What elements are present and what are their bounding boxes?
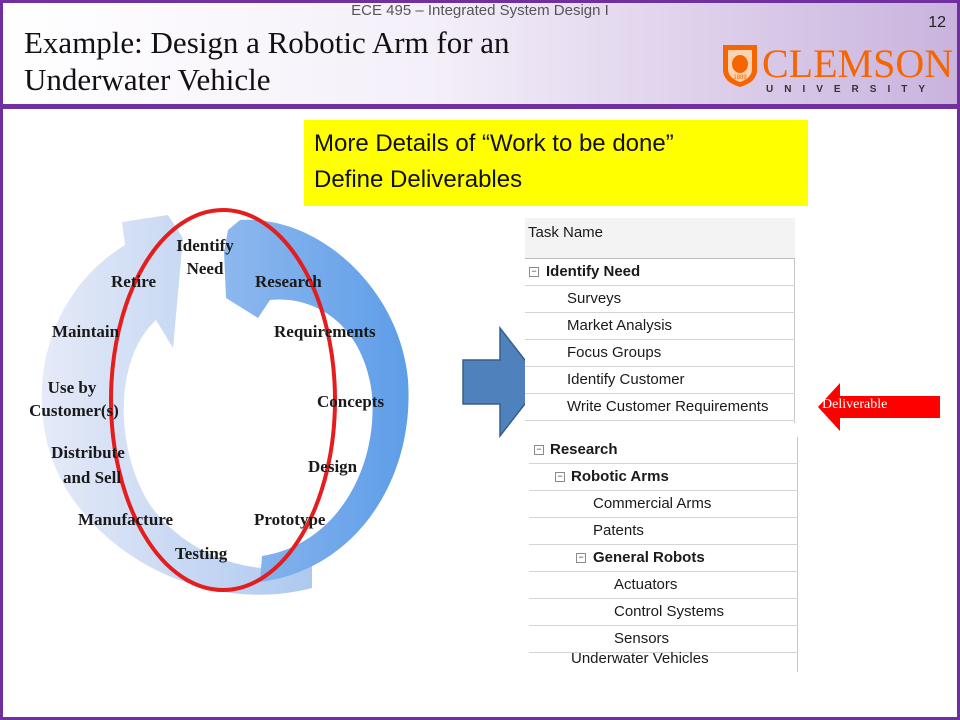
table-row[interactable]: Patents [529, 518, 798, 545]
cycle-label-need: Need [187, 259, 224, 278]
deliverable-label: Deliverable [822, 397, 888, 412]
cycle-label-testing: Testing [175, 544, 228, 563]
row-label: Actuators [614, 576, 678, 593]
header-divider [3, 104, 957, 109]
callout-line-2: Define Deliverables [314, 166, 523, 193]
row-label: Research [550, 441, 618, 458]
cycle-label-identify: Identify [176, 236, 234, 255]
block-arrow-right [462, 325, 543, 439]
column-header-task-name: Task Name [528, 224, 604, 241]
row-label: Sensors [614, 630, 670, 647]
cycle-label-design: Design [308, 457, 358, 476]
table-border [797, 437, 798, 672]
clemson-logo: 1889 CLEMSON UNIVERSITY [714, 41, 954, 102]
collapse-icon[interactable]: − [555, 472, 565, 482]
title-line-1: Example: Design a Robotic Arm for an [24, 25, 510, 60]
table-row[interactable]: Actuators [529, 572, 798, 599]
cycle-label-requirements: Requirements [274, 322, 376, 341]
table-row[interactable]: − Identify Need [525, 259, 795, 286]
tiger-seal-icon: 1889 [723, 45, 757, 87]
cycle-ring-right [224, 219, 409, 582]
logo-wordmark: CLEMSON [762, 41, 954, 86]
slide-title: Example: Design a Robotic Arm for an Und… [24, 24, 704, 98]
table-row[interactable]: Market Analysis [525, 313, 795, 340]
cycle-label-concepts: Concepts [317, 392, 384, 411]
logo-year: 1889 [733, 75, 747, 81]
table-row[interactable]: − General Robots [529, 545, 798, 572]
table-border [794, 218, 795, 423]
row-label: Underwater Vehicles [571, 650, 709, 667]
collapse-icon[interactable]: − [534, 445, 544, 455]
row-label: General Robots [593, 549, 705, 566]
row-label: Commercial Arms [593, 495, 712, 512]
page-number: 12 [928, 14, 946, 31]
cycle-label-maintain: Maintain [52, 322, 120, 341]
table-row[interactable]: Surveys [525, 286, 795, 313]
callout-line-1: More Details of “Work to be done” [314, 130, 674, 157]
table-row[interactable]: Sensors [529, 626, 798, 653]
row-label: Write Customer Requirements [567, 398, 769, 415]
table-row[interactable]: Focus Groups [525, 340, 795, 367]
row-label: Focus Groups [567, 344, 662, 361]
row-label: Identify Need [546, 263, 641, 280]
slide-header [3, 3, 957, 105]
table-row[interactable]: − Robotic Arms [529, 464, 798, 491]
collapse-icon[interactable]: − [529, 267, 539, 277]
cycle-label-research: Research [255, 272, 322, 291]
focus-ellipse [109, 208, 337, 592]
row-label: Patents [593, 522, 644, 539]
course-name: ECE 495 – Integrated System Design I [351, 2, 609, 19]
deliverable-arrow [818, 383, 940, 431]
row-label: Surveys [567, 290, 622, 307]
cycle-label-distribute: Distribute [51, 443, 125, 462]
table-header: Task Name [525, 218, 795, 259]
cycle-label-manufacture: Manufacture [78, 510, 174, 529]
table-row[interactable]: − Research [529, 437, 798, 464]
collapse-icon[interactable]: − [576, 553, 586, 563]
table-row[interactable]: Underwater Vehicles [529, 646, 798, 672]
title-line-2: Underwater Vehicle [24, 62, 271, 97]
task-table-research: − Research − Robotic Arms Commercial Arm… [529, 437, 798, 672]
cycle-ring-left [41, 215, 313, 595]
row-label: Identify Customer [567, 371, 685, 388]
table-row[interactable]: Identify Customer [525, 367, 795, 394]
table-row[interactable]: Write Customer Requirements [525, 394, 795, 421]
callout-box: More Details of “Work to be done” Define… [304, 120, 808, 206]
table-row[interactable]: Control Systems [529, 599, 798, 626]
row-label: Market Analysis [567, 317, 673, 334]
cycle-label-retire: Retire [111, 272, 156, 291]
row-label: Robotic Arms [571, 468, 669, 485]
cycle-label-use-by: Use by [48, 378, 97, 397]
table-row[interactable]: Commercial Arms [529, 491, 798, 518]
cycle-label-prototype: Prototype [254, 510, 326, 529]
task-table-identify: Task Name − Identify Need Surveys Market… [525, 218, 795, 423]
row-label: Control Systems [614, 603, 725, 620]
cycle-label-customers: Customer(s) [29, 401, 119, 420]
logo-university: UNIVERSITY [766, 84, 937, 95]
cycle-label-and-sell: and Sell [63, 468, 121, 487]
